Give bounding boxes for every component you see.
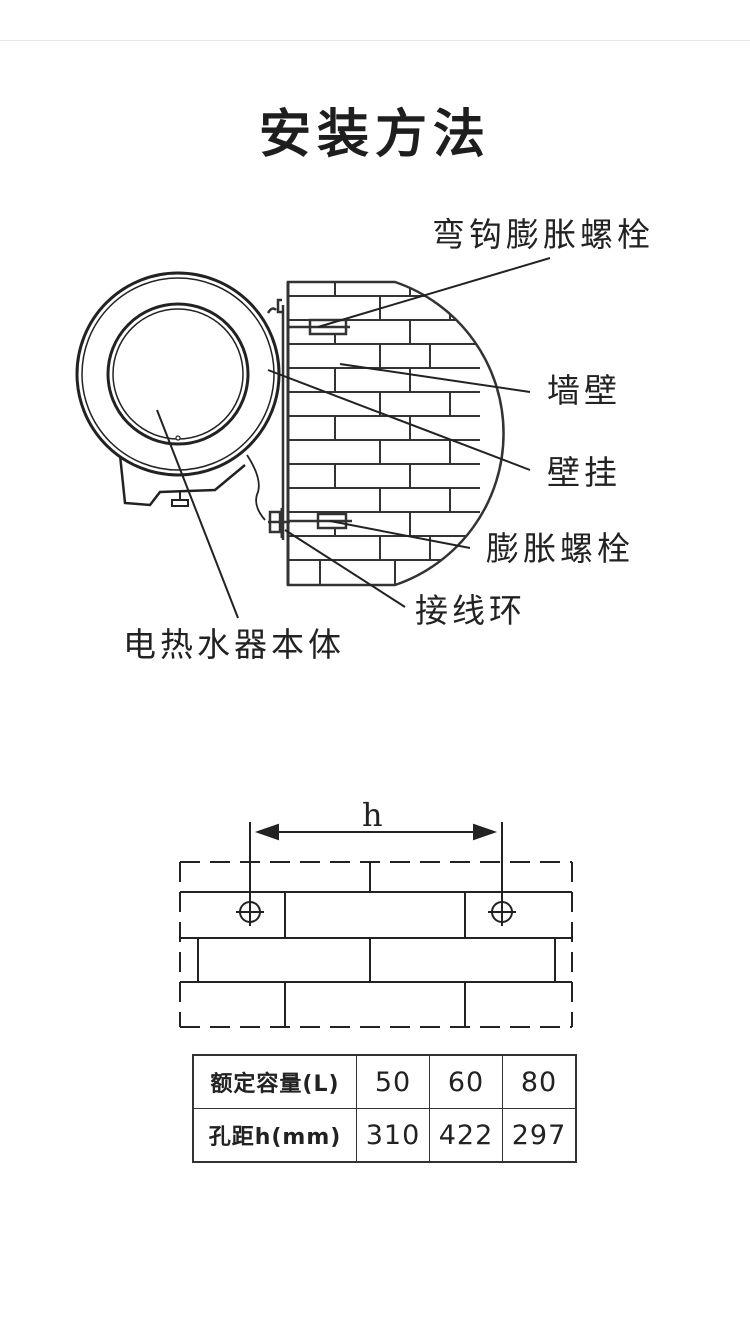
table-row: 孔距h(mm) 310 422 297 bbox=[192, 1108, 577, 1163]
table-row: 额定容量(L) 50 60 80 bbox=[192, 1054, 577, 1109]
table-cell: 297 bbox=[502, 1108, 577, 1163]
spec-table: 额定容量(L) 50 60 80 孔距h(mm) 310 422 297 bbox=[192, 1054, 577, 1163]
label-wall-mount: 壁挂 bbox=[547, 453, 621, 492]
page-title: 安装方法 bbox=[258, 105, 491, 165]
leader-lines bbox=[156, 257, 551, 619]
top-divider bbox=[0, 40, 750, 41]
row-header-capacity: 额定容量(L) bbox=[192, 1054, 357, 1109]
row-header-hole-distance: 孔距h(mm) bbox=[192, 1108, 357, 1163]
dimension-label-h: h bbox=[362, 796, 383, 834]
label-heater-body: 电热水器本体 bbox=[123, 625, 345, 664]
hole-spacing-diagram bbox=[179, 822, 573, 1028]
label-hook-expansion-bolt: 弯钩膨胀螺栓 bbox=[432, 215, 654, 254]
heater-body-drawing bbox=[75, 271, 281, 521]
label-wall: 墙壁 bbox=[547, 371, 621, 410]
label-expansion-bolt: 膨胀螺栓 bbox=[486, 529, 634, 568]
label-wiring-ring: 接线环 bbox=[415, 591, 526, 630]
table-cell: 310 bbox=[356, 1108, 430, 1163]
table-cell: 80 bbox=[502, 1054, 577, 1109]
table-cell: 422 bbox=[429, 1108, 503, 1163]
table-cell: 60 bbox=[429, 1054, 503, 1109]
table-cell: 50 bbox=[356, 1054, 430, 1109]
wall-outline bbox=[286, 280, 505, 587]
